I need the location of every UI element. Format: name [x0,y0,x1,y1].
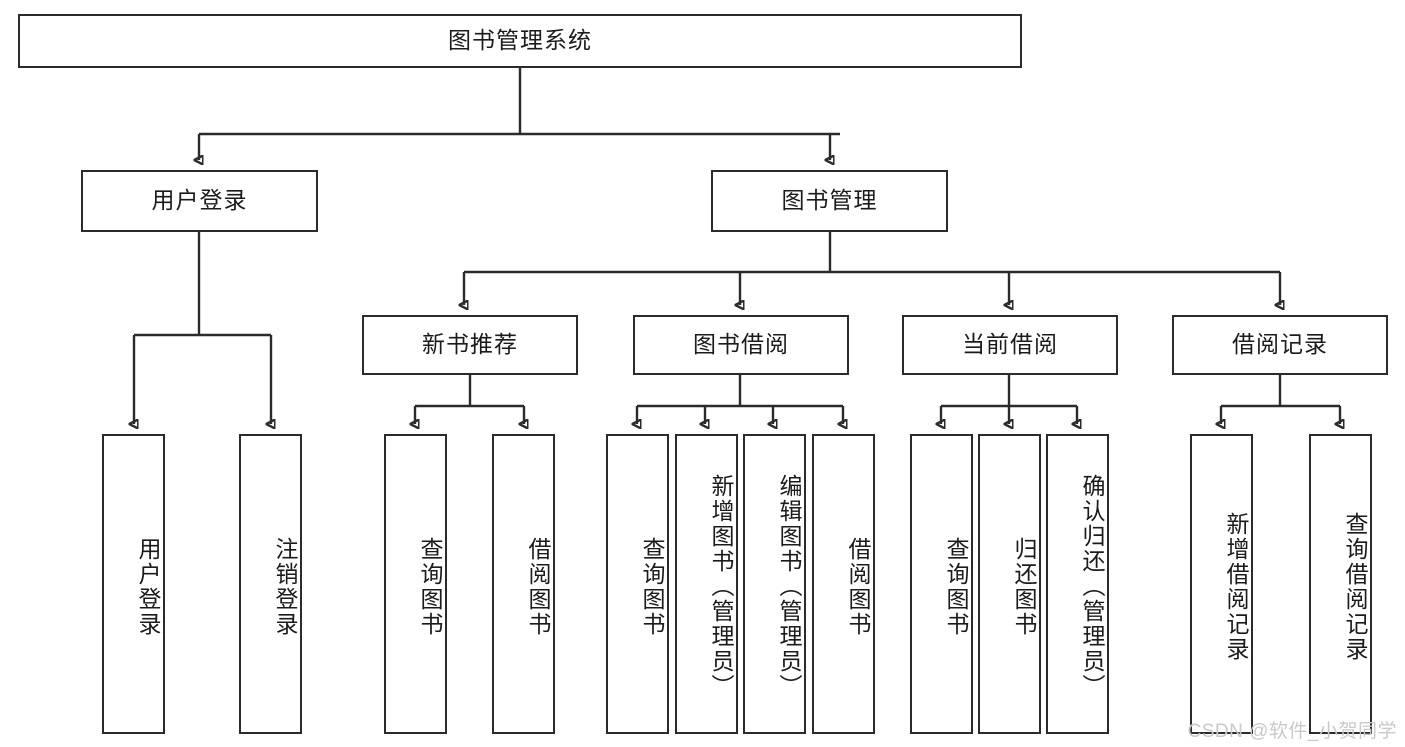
node-label: 注销登录 [272,537,298,637]
node-label: 查询图书 [639,537,665,637]
node-book-management[interactable]: 图书管理 [711,170,948,232]
leaf-borrow-book[interactable]: 借阅图书 [812,434,875,734]
leaf-confirm-return-admin[interactable]: 确认归还（管理员） [1046,434,1109,734]
node-label: 查询图书 [943,537,969,637]
node-label: 用户登录 [151,187,248,214]
leaf-query-book-current[interactable]: 查询图书 [910,434,973,734]
node-label: 用户登录 [135,537,161,637]
node-label: 新书推荐 [422,331,518,358]
leaf-borrow-book-recommend[interactable]: 借阅图书 [492,434,555,734]
node-label: 图书管理 [781,187,878,214]
leaf-add-book-admin[interactable]: 新增图书（管理员） [675,434,738,734]
node-label: 借阅图书 [525,537,551,637]
node-label: 新增借阅记录 [1223,512,1249,662]
node-label: 确认归还（管理员） [1079,473,1105,699]
node-current-borrow[interactable]: 当前借阅 [902,315,1118,375]
node-label: 图书管理系统 [448,27,592,54]
node-label: 编辑图书（管理员） [776,473,802,699]
leaf-add-borrow-record[interactable]: 新增借阅记录 [1190,434,1253,734]
leaf-edit-book-admin[interactable]: 编辑图书（管理员） [743,434,806,734]
leaf-query-book-recommend[interactable]: 查询图书 [384,434,447,734]
node-user-login[interactable]: 用户登录 [81,170,318,232]
leaf-return-book[interactable]: 归还图书 [978,434,1041,734]
node-label: 借阅记录 [1232,331,1328,358]
node-label: 新增图书（管理员） [708,473,734,699]
leaf-logout-login[interactable]: 注销登录 [239,434,302,734]
node-new-book-recommend[interactable]: 新书推荐 [362,315,578,375]
leaf-user-login[interactable]: 用户登录 [102,434,165,734]
leaf-query-book-borrow[interactable]: 查询图书 [606,434,669,734]
leaf-query-borrow-record[interactable]: 查询借阅记录 [1309,434,1372,734]
node-label: 借阅图书 [845,537,871,637]
node-book-borrow[interactable]: 图书借阅 [633,315,849,375]
node-label: 归还图书 [1011,537,1037,637]
node-label: 查询图书 [417,537,443,637]
node-label: 查询借阅记录 [1342,512,1368,662]
node-borrow-record[interactable]: 借阅记录 [1172,315,1388,375]
node-root-book-management-system[interactable]: 图书管理系统 [18,14,1022,68]
node-label: 图书借阅 [693,331,789,358]
node-label: 当前借阅 [962,331,1058,358]
